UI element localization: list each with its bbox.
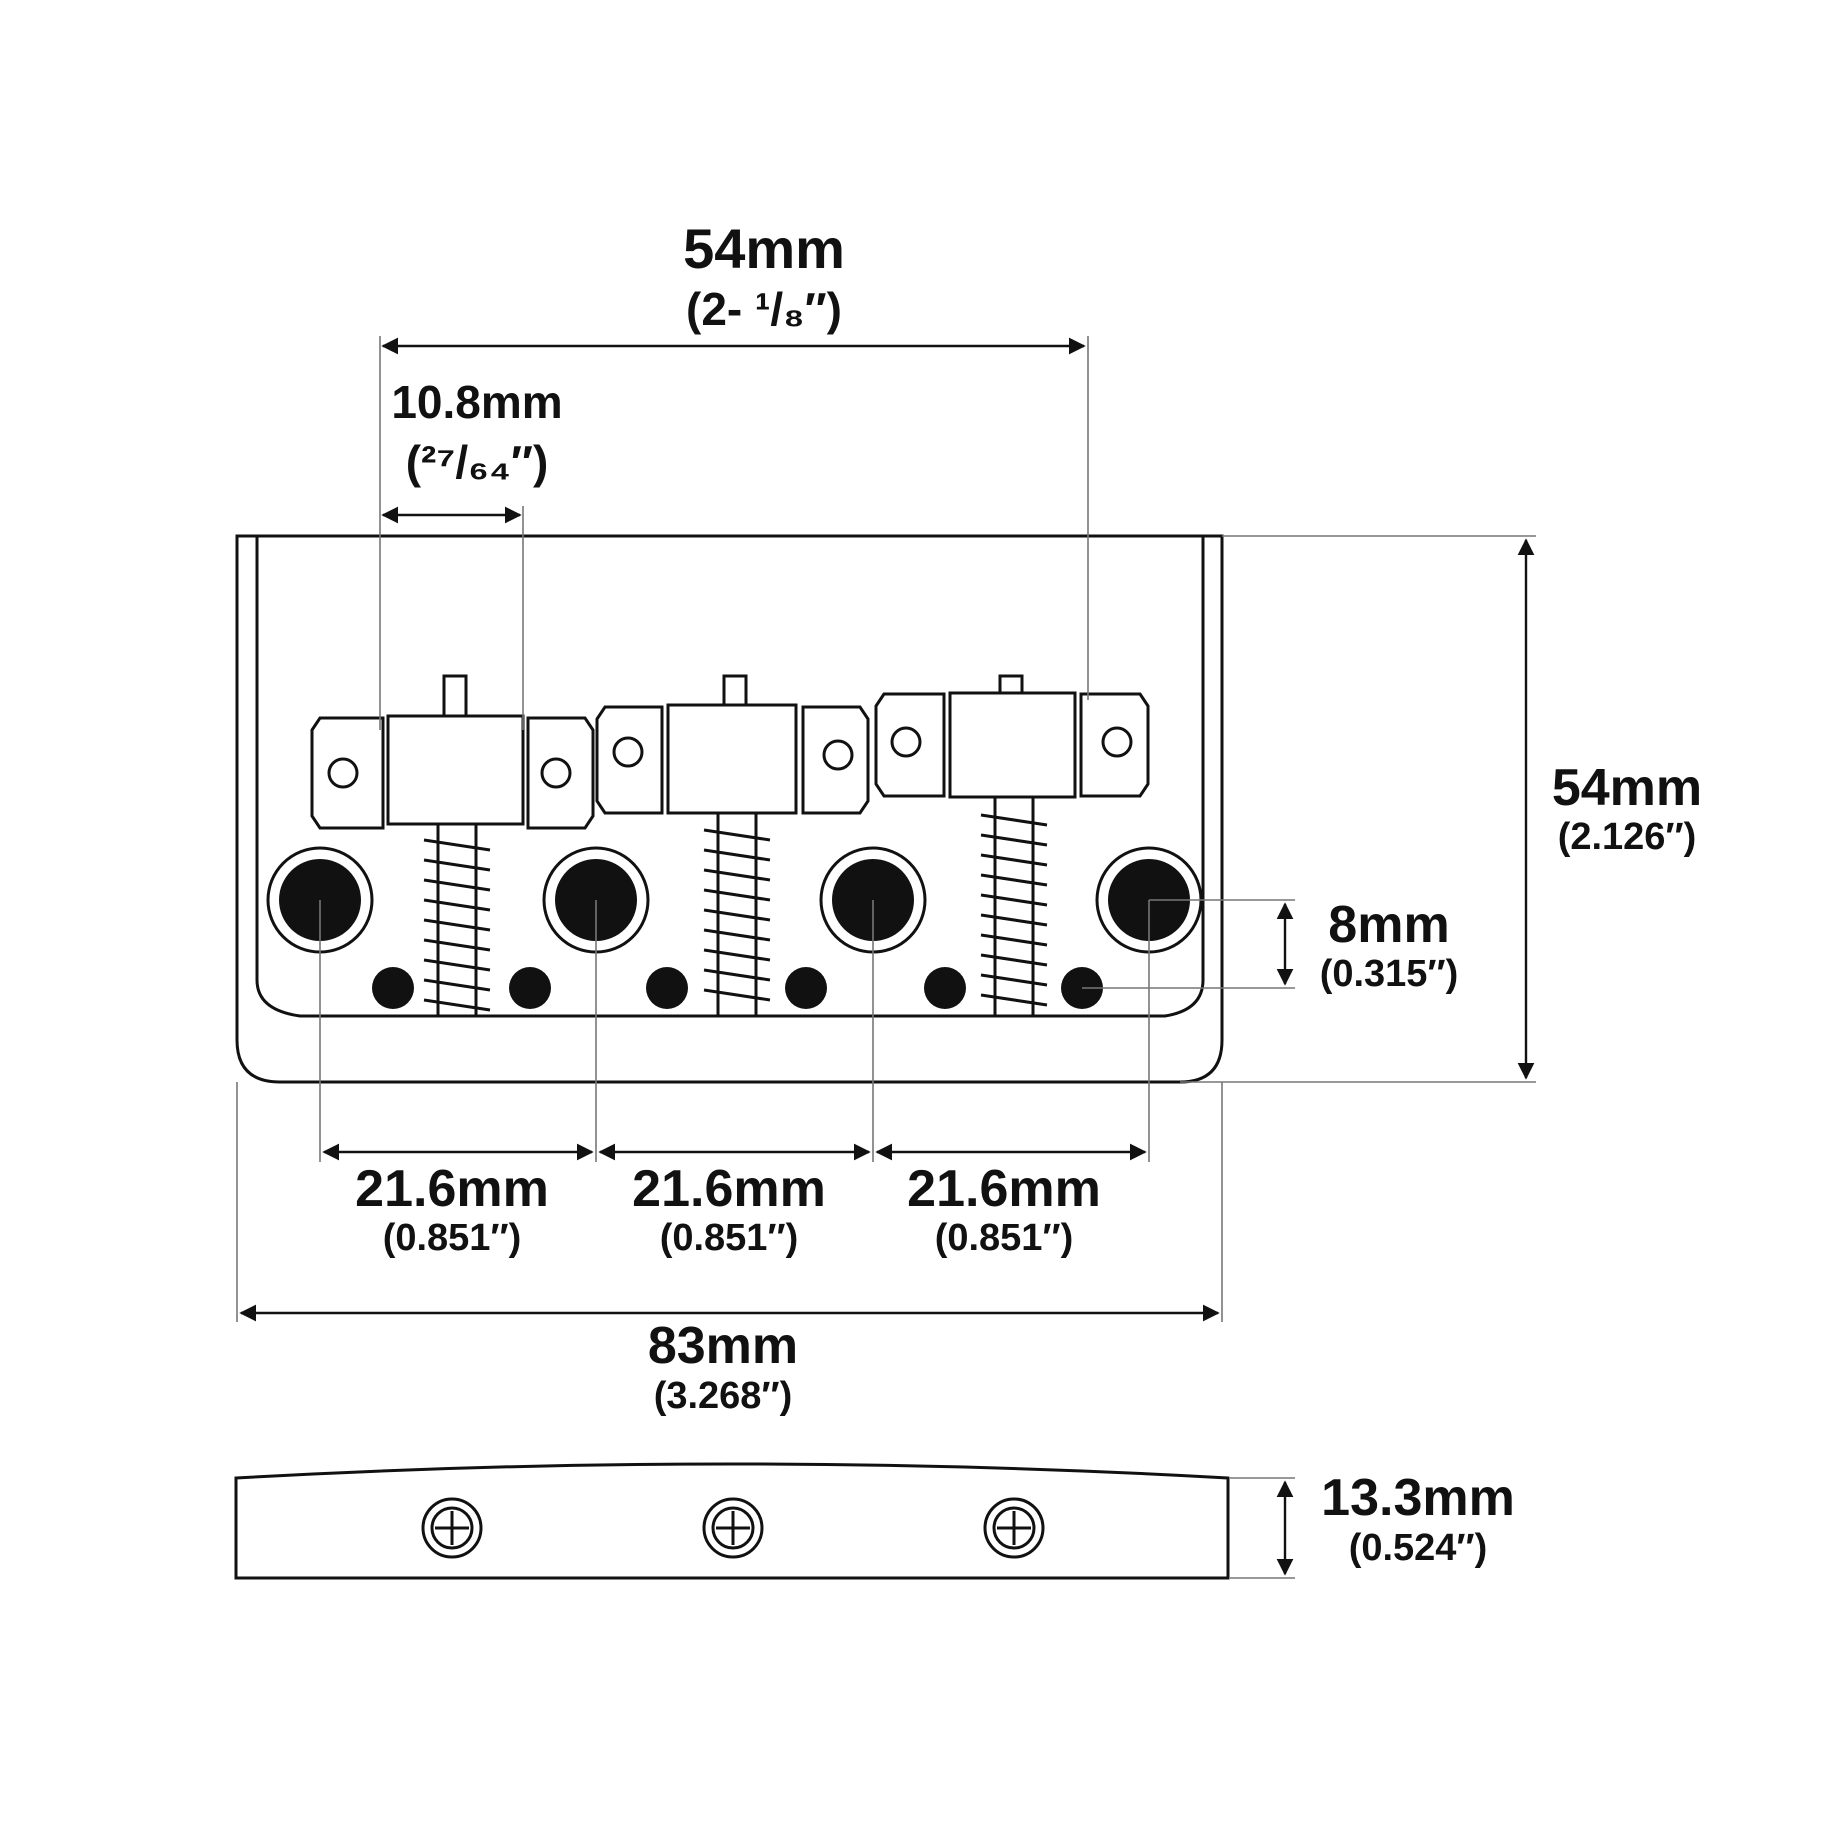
hole-spacing-3-mm-label: 21.6mm [907, 1160, 1101, 1218]
side-screw-3 [983, 1497, 1045, 1559]
saddle-width-mm-label: 10.8mm [391, 376, 562, 428]
side-screw-1 [421, 1497, 483, 1559]
hole-spacing-3-inch-label: (0.851″) [935, 1217, 1074, 1259]
hole-offset-inch-label: (0.315″) [1320, 953, 1459, 995]
saddle-width-inch-label: (²⁷/₆₄″) [406, 436, 549, 488]
extension-lines [236, 336, 1536, 1579]
spring-2 [703, 813, 771, 1016]
plate-width-mm-label: 83mm [648, 1317, 798, 1375]
hole-spacing-1-mm-label: 21.6mm [355, 1160, 549, 1218]
plate-height-inch-label: (2.126″) [1558, 816, 1697, 858]
plate-height-mm-label: 54mm [1552, 759, 1702, 817]
hole-spacing-1-inch-label: (0.851″) [383, 1217, 522, 1259]
spring-3 [980, 797, 1048, 1016]
hole-spacing-2-inch-label: (0.851″) [660, 1217, 799, 1259]
hole-offset-mm-label: 8mm [1328, 896, 1449, 954]
saddle-1 [310, 674, 595, 830]
saddle-2 [595, 674, 870, 815]
saddle-3 [874, 674, 1150, 799]
hole-spacing-2-mm-label: 21.6mm [632, 1160, 826, 1218]
bridge-side-view [234, 1462, 1230, 1580]
string-spacing-mm-label: 54mm [683, 217, 845, 280]
dimension-arrows [239, 337, 1535, 1576]
string-spacing-inch-label: (2- ¹/₈″) [686, 283, 842, 335]
side-height-inch-label: (0.524″) [1349, 1527, 1488, 1569]
small-holes [372, 967, 1103, 1009]
side-height-mm-label: 13.3mm [1321, 1469, 1515, 1527]
spring-1 [423, 824, 491, 1016]
plate-width-inch-label: (3.268″) [654, 1375, 793, 1417]
side-screw-2 [702, 1497, 764, 1559]
